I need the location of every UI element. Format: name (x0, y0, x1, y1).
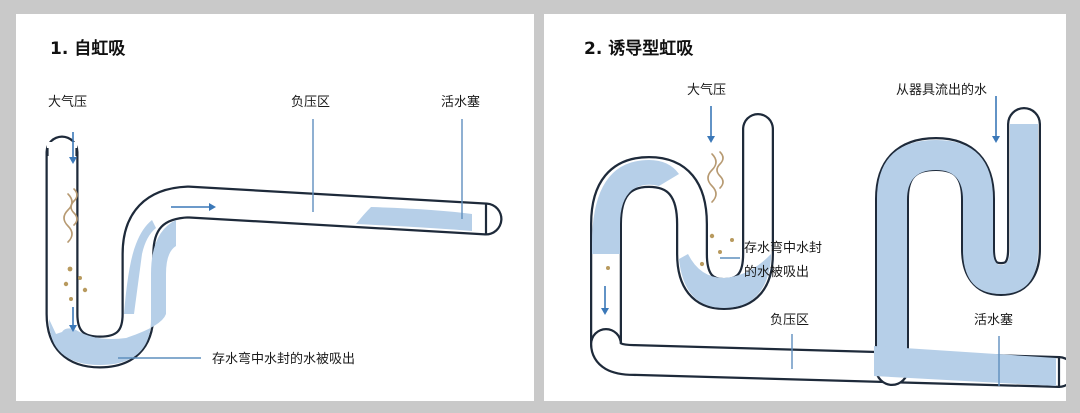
label-water-plug: 活水塞 (974, 312, 1013, 328)
water-plug (356, 207, 472, 231)
particle (69, 297, 73, 301)
label-atmospheric-pressure: 大气压 (687, 82, 726, 98)
particle (82, 287, 88, 293)
odor-swirl (716, 151, 724, 189)
particle (718, 250, 722, 254)
water-film (124, 220, 156, 314)
water-fixture (877, 124, 1038, 366)
self-siphon-diagram: 1. 自虹吸 大气压 负压区 活水塞 存水弯中水封的水被吸出 (45, 38, 503, 369)
label-water-from-fixture: 从器具流出的水 (896, 82, 987, 98)
odor-swirl (707, 153, 717, 203)
odor-swirl (63, 193, 73, 243)
panel-self-siphon: 1. 自虹吸 大气压 负压区 活水塞 存水弯中水封的水被吸出 (16, 14, 534, 401)
label-seal-siphoned: 存水弯中水封的水被吸出 (212, 351, 355, 367)
down-arrow-head (601, 308, 609, 315)
particle (63, 281, 69, 287)
particle (606, 266, 610, 270)
particle (699, 261, 705, 267)
down-arrow-head (69, 157, 77, 164)
panel-title: 1. 自虹吸 (50, 38, 126, 59)
particle (67, 266, 73, 272)
water-seal (49, 220, 176, 365)
label-negative-pressure-zone: 负压区 (291, 95, 330, 110)
label-negative-pressure-zone: 负压区 (770, 313, 809, 328)
down-arrow-head (69, 325, 77, 332)
label-seal-siphoned-line2: 的水被吸出 (744, 264, 809, 280)
water-seal-remaining (679, 254, 771, 308)
label-atmospheric-pressure: 大气压 (48, 94, 87, 110)
pipe-interior (592, 115, 772, 358)
particle (78, 276, 82, 280)
label-seal-siphoned-line1: 存水弯中水封 (744, 240, 822, 256)
water-left-trap (592, 160, 679, 254)
drain-interior (592, 330, 1066, 386)
flow-arrow-head (209, 203, 216, 211)
down-arrow-head (707, 136, 715, 143)
water-plug (874, 346, 1056, 386)
odor-swirl (70, 188, 78, 226)
panel-title: 2. 诱导型虹吸 (584, 38, 694, 59)
induced-siphon-diagram: 2. 诱导型虹吸 大气压 从器具流出的水 存水弯中水封 的水被吸出 负压区 活水… (584, 38, 1066, 388)
panel-induced-siphon: 2. 诱导型虹吸 大气压 从器具流出的水 存水弯中水封 的水被吸出 负压区 活水… (544, 14, 1066, 401)
label-water-plug: 活水塞 (441, 94, 480, 110)
pipe-interior (47, 137, 501, 367)
down-arrow-head (992, 136, 1000, 143)
particle (730, 238, 734, 242)
particle (709, 233, 715, 239)
